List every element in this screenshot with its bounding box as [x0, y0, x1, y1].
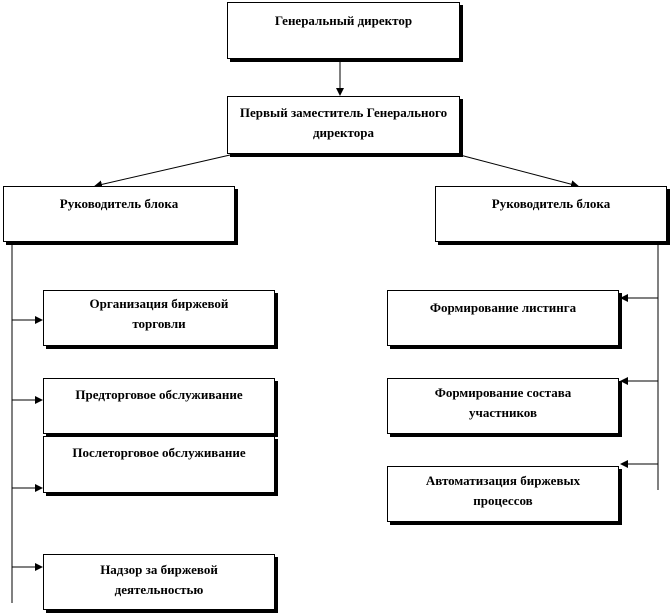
left-unit-box-2: Предторговое обслуживание — [43, 378, 275, 434]
first-deputy-label: Первый заместитель Генерального директор… — [239, 105, 448, 140]
left-unit-label-3: Послеторговое обслуживание — [72, 445, 246, 460]
left-unit-box-4: Надзор за биржевой деятельностью — [43, 554, 275, 610]
first-deputy-box: Первый заместитель Генерального директор… — [227, 96, 460, 154]
right-unit-label-3: Автоматизация биржевых процессов — [425, 473, 581, 508]
block-head-left-label: Руководитель блока — [59, 196, 179, 211]
right-unit-label-2: Формирование состава участников — [434, 385, 572, 420]
right-unit-box-2: Формирование состава участников — [387, 378, 619, 434]
arrow-deputy-to-right-head — [459, 154, 579, 189]
right-unit-label-1: Формирование листинга — [429, 300, 577, 315]
ceo-label: Генеральный директор — [274, 13, 413, 28]
block-head-right-box: Руководитель блока — [435, 186, 667, 242]
right-unit-box-3: Автоматизация биржевых процессов — [387, 466, 619, 522]
left-unit-box-1: Организация биржевой торговли — [43, 290, 275, 346]
ceo-box: Генеральный директор — [227, 2, 460, 59]
left-unit-box-3: Послеторговое обслуживание — [43, 436, 275, 493]
left-unit-label-1: Организация биржевой торговли — [89, 296, 229, 331]
left-unit-label-4: Надзор за биржевой деятельностью — [100, 562, 218, 597]
block-head-right-label: Руководитель блока — [491, 196, 611, 211]
arrow-deputy-to-left-head — [94, 154, 231, 189]
right-unit-box-1: Формирование листинга — [387, 290, 619, 346]
block-head-left-box: Руководитель блока — [3, 186, 235, 242]
left-unit-label-2: Предторговое обслуживание — [75, 387, 243, 402]
